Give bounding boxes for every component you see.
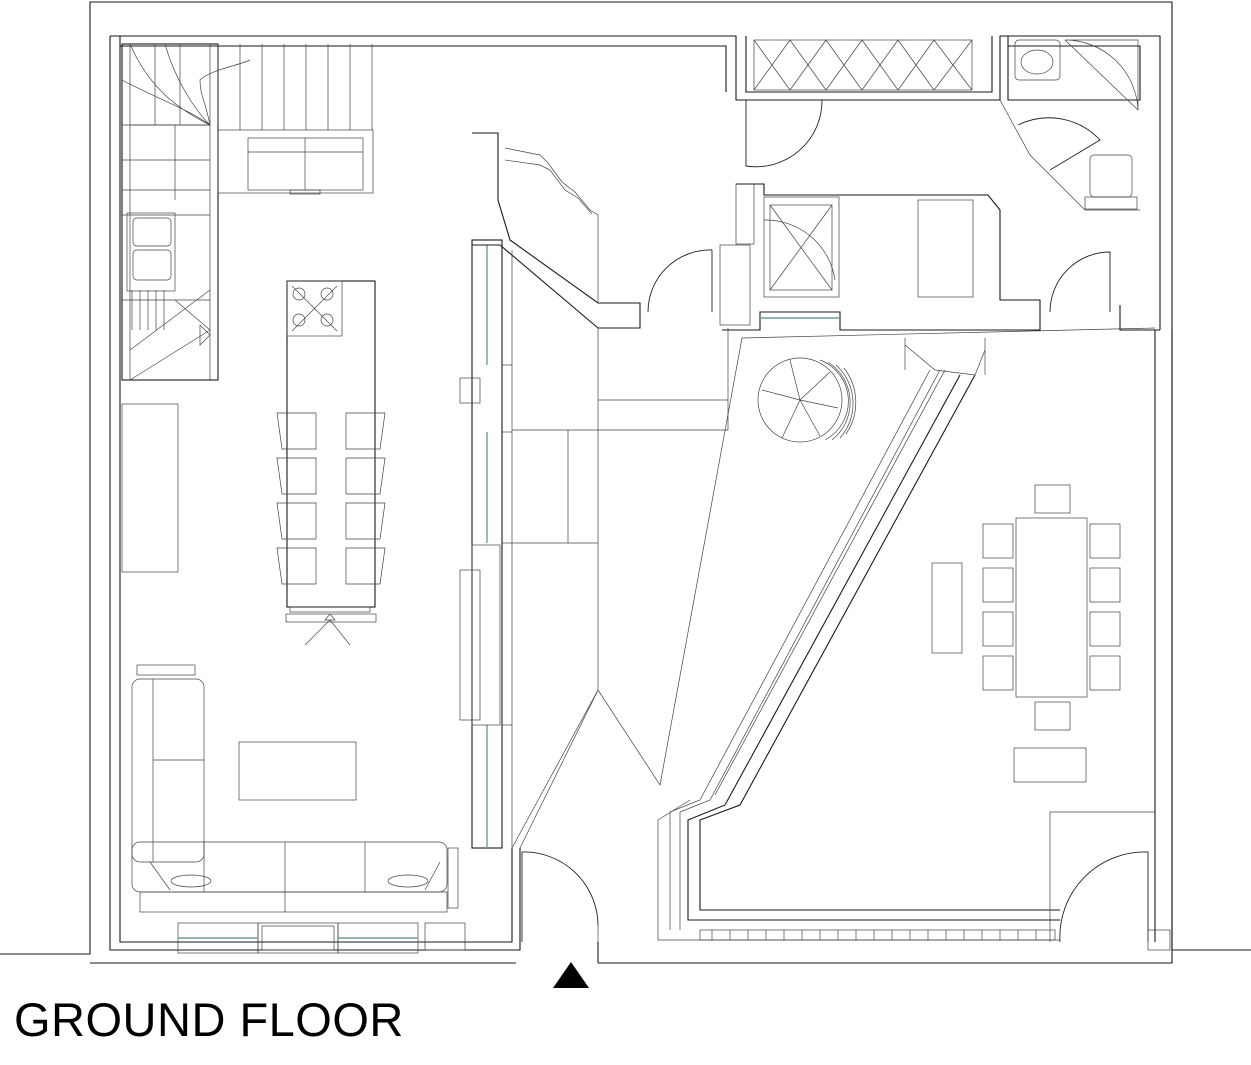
angled-wall: [472, 132, 641, 848]
kitchen-island: [285, 280, 377, 646]
hall-doors: [647, 99, 1111, 326]
staircase: [121, 43, 373, 381]
entrance-arrow-icon: [553, 962, 589, 988]
glazed-partition: [459, 239, 512, 849]
floor-levels: [511, 327, 1156, 849]
utility-block: [722, 183, 1041, 331]
side-cabinet: [121, 403, 179, 573]
spiral-stair: [757, 357, 857, 443]
front-windows: [177, 922, 466, 954]
outer-walls: [0, 1, 1251, 964]
dining-table: [931, 484, 1121, 783]
diagonal-ramp: [657, 344, 1060, 941]
kitchen-counter: [217, 129, 374, 195]
entrance-door: [521, 851, 599, 988]
sink: [126, 212, 176, 330]
coffee-table: [238, 741, 357, 801]
top-cupboards: [753, 39, 973, 91]
island-chairs: [276, 412, 386, 585]
sofa: [131, 664, 459, 913]
rear-door: [1049, 811, 1171, 951]
bathroom: [999, 39, 1140, 211]
page-title: GROUND FLOOR: [14, 993, 404, 1046]
